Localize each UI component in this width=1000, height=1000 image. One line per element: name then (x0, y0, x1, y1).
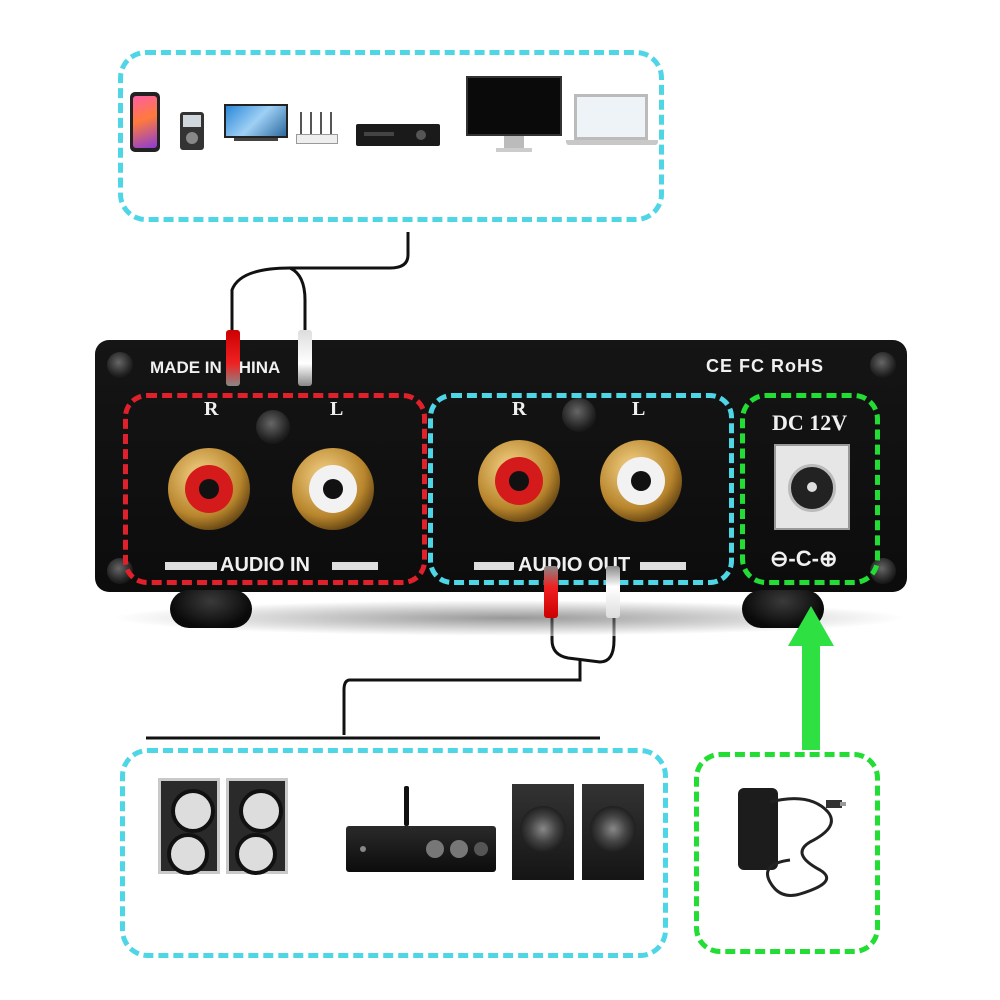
audio-out-right-jack[interactable] (478, 440, 560, 522)
power-arrow-shaft (802, 640, 820, 750)
red-rca-plug (544, 566, 558, 618)
audio-in-left-jack[interactable] (292, 448, 374, 530)
polarity-label: ⊖-C-⊕ (770, 546, 837, 572)
audio-in-r-label: R (204, 398, 218, 421)
audio-out-stripe-left (474, 562, 514, 570)
studio-speakers-icon (512, 784, 646, 880)
red-rca-plug (226, 330, 240, 386)
audio-out-r-label: R (512, 398, 526, 421)
amplifier-icon (346, 786, 496, 880)
mount-screw (256, 410, 290, 444)
made-in-label: MADE IN CHINA (150, 358, 280, 378)
audio-out-stripe-right (640, 562, 686, 570)
audio-in-label: AUDIO IN (220, 554, 310, 577)
white-rca-plug (298, 330, 312, 386)
corner-screw (107, 352, 133, 378)
mount-screw (562, 398, 596, 432)
audio-in-stripe-right (332, 562, 378, 570)
audio-in-l-label: L (330, 398, 343, 421)
audio-in-stripe-left (165, 562, 217, 570)
certification-label: CE FC RoHS (706, 356, 824, 377)
audio-in-right-jack[interactable] (168, 448, 250, 530)
power-arrow-head (788, 606, 834, 648)
white-rca-plug (606, 566, 620, 618)
audio-out-left-jack[interactable] (600, 440, 682, 522)
adapter-cable (730, 782, 850, 902)
left-foot (170, 590, 252, 628)
audio-out-l-label: L (632, 398, 645, 421)
dc-power-jack[interactable] (774, 444, 850, 530)
corner-screw (870, 352, 896, 378)
bookshelf-speakers-icon (158, 778, 288, 876)
dc-12v-label: DC 12V (772, 410, 847, 436)
power-adapter-icon (730, 782, 850, 902)
